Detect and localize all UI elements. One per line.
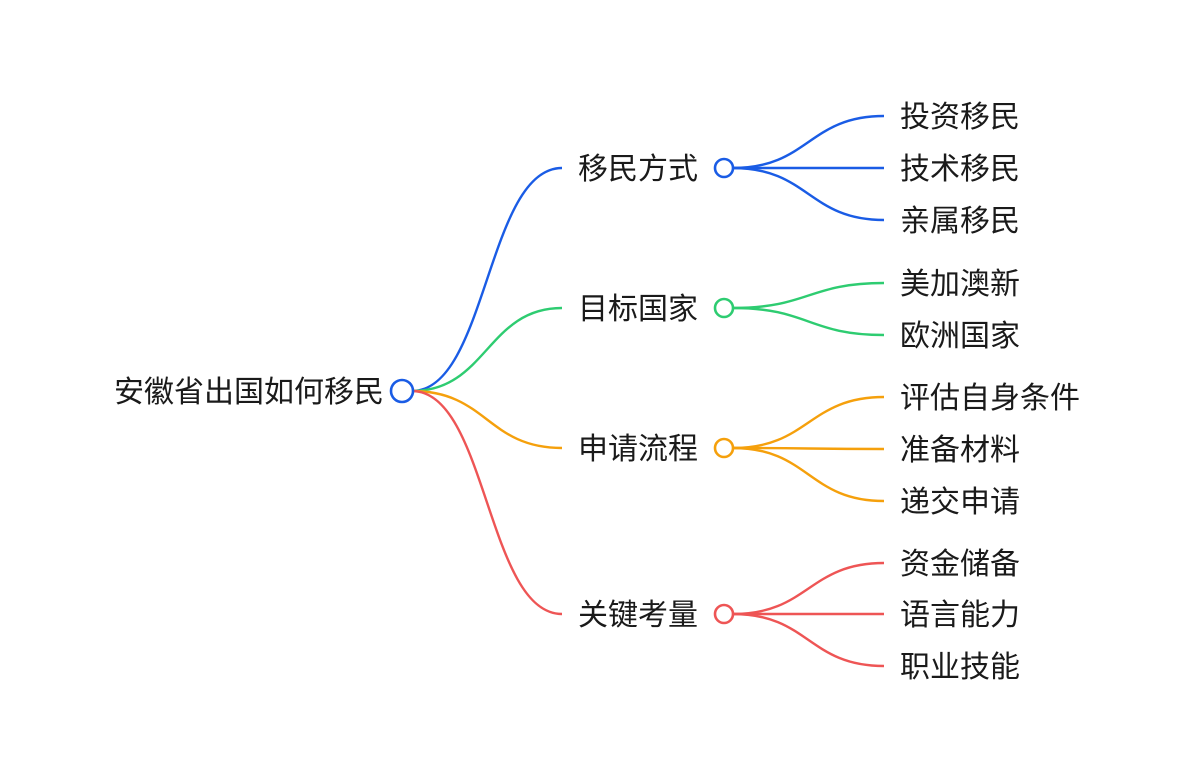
branch-1-edge xyxy=(411,166,563,393)
branch-1-leaf-label: 技术移民 xyxy=(900,152,1020,187)
branch-1-leaf-label: 投资移民 xyxy=(900,100,1020,135)
branch-3-leaf-label: 准备材料 xyxy=(900,433,1020,468)
branch-3-leaf-label: 递交申请 xyxy=(900,485,1020,520)
branch-4-toggle-circle[interactable] xyxy=(713,603,735,625)
branch-2-edge xyxy=(411,306,563,393)
branch-3-leaf-edge xyxy=(732,395,885,450)
branch-4-leaf-label: 语言能力 xyxy=(900,598,1020,633)
branch-2-label: 目标国家 xyxy=(578,292,698,327)
root-toggle-circle[interactable] xyxy=(389,378,415,404)
branch-4-edge xyxy=(411,389,563,616)
root-node-label: 安徽省出国如何移民 xyxy=(114,375,384,410)
branch-2-leaf-edge xyxy=(732,306,885,337)
branch-4-leaf-label: 资金储备 xyxy=(900,547,1020,582)
branch-3-toggle-circle[interactable] xyxy=(713,437,735,459)
branch-1-leaf-edge xyxy=(732,166,885,222)
branch-4-leaf-edge xyxy=(732,561,885,616)
branch-3-leaf-edge xyxy=(732,446,885,503)
branch-3-edge xyxy=(411,389,563,450)
mindmap-edges xyxy=(411,114,885,668)
branch-2-leaf-edge xyxy=(732,281,885,310)
branch-1-toggle-circle[interactable] xyxy=(713,157,735,179)
branch-2-leaf-label: 欧洲国家 xyxy=(900,319,1020,354)
branch-3-leaf-edge xyxy=(732,446,885,451)
branch-3-label: 申请流程 xyxy=(578,432,698,467)
branch-4-label: 关键考量 xyxy=(578,598,698,633)
branch-3-leaf-label: 评估自身条件 xyxy=(900,381,1080,416)
branch-2-toggle-circle[interactable] xyxy=(713,297,735,319)
branch-4-leaf-edge xyxy=(732,612,885,668)
branch-1-leaf-edge xyxy=(732,114,885,170)
branch-1-leaf-label: 亲属移民 xyxy=(900,204,1020,239)
branch-1-label: 移民方式 xyxy=(578,152,698,187)
branch-2-leaf-label: 美加澳新 xyxy=(900,267,1020,302)
branch-4-leaf-label: 职业技能 xyxy=(900,650,1020,685)
